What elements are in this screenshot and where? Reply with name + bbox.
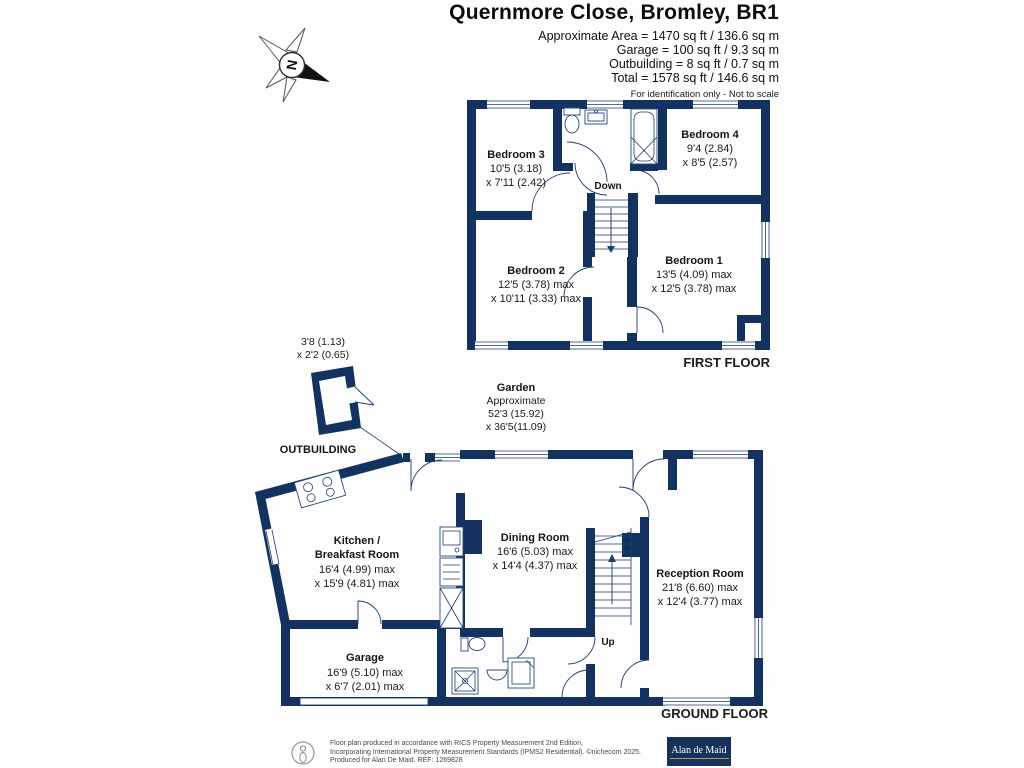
- alan-de-maid-logo: Alan de Maid: [667, 737, 731, 766]
- header: Quernmore Close, Bromley, BR1 Approximat…: [440, 1, 779, 101]
- footer-disclaimer: Floor plan produced in accordance with R…: [330, 740, 660, 766]
- kitchen-name1: Kitchen /: [334, 535, 380, 547]
- outbuilding-label: OUTBUILDING: [280, 444, 356, 456]
- wc-toilet-tank-icon: [460, 637, 469, 652]
- reception-name: Reception Room: [656, 568, 744, 580]
- bedroom1-dim1: 13'5 (4.09) max: [656, 269, 733, 281]
- page-title: Quernmore Close, Bromley, BR1: [449, 1, 779, 24]
- wc-toilet-icon: [468, 637, 486, 651]
- toilet-tank-icon: [563, 107, 581, 116]
- outbuilding-dim1: 3'8 (1.13): [301, 336, 345, 348]
- stairs-down: [595, 199, 628, 253]
- garage-area-line: Garage = 100 sq ft / 9.3 sq m: [616, 43, 779, 57]
- oven-icon: [439, 557, 464, 587]
- footer-line2: Incorporating International Property Mea…: [330, 748, 641, 756]
- toilet-icon: [564, 114, 580, 134]
- wc-basin-icon: [486, 669, 508, 681]
- compass-north-label: N: [283, 59, 301, 72]
- ground-floor-plan: Kitchen / Breakfast Room 16'4 (4.99) max…: [255, 450, 769, 721]
- first-floor-labels: Bedroom 3 10'5 (3.18) x 7'11 (2.42) Bedr…: [486, 129, 771, 370]
- dining-name: Dining Room: [501, 532, 570, 544]
- bedroom4-dim2: x 8'5 (2.57): [683, 157, 738, 169]
- identification-note: For identification only - Not to scale: [630, 89, 779, 100]
- dining-dim1: 16'6 (5.03) max: [497, 546, 574, 558]
- first-floor-label: FIRST FLOOR: [683, 355, 770, 370]
- alan-de-maid-logo-text: Alan de Maid: [669, 745, 729, 759]
- bedroom2-dim1: 12'5 (3.78) max: [498, 279, 575, 291]
- approximate-area-line: Approximate Area = 1470 sq ft / 136.6 sq…: [538, 29, 779, 43]
- garden-label: Garden Approximate 52'3 (15.92) x 36'5(1…: [486, 382, 546, 433]
- outbuilding-area-line: Outbuilding = 8 sq ft / 0.7 sq m: [609, 57, 779, 71]
- garden-line3: x 36'5(11.09): [486, 421, 546, 433]
- reception-dim1: 21'8 (6.60) max: [662, 582, 739, 594]
- wc-fixtures: [451, 637, 535, 695]
- outbuilding-plan: 3'8 (1.13) x 2'2 (0.65) OUTBUILDING: [280, 336, 403, 457]
- garden-name: Garden: [497, 382, 536, 394]
- kitchen-dim2: x 15'9 (4.81) max: [315, 578, 400, 590]
- bedroom4-name: Bedroom 4: [681, 129, 739, 141]
- kitchen-name2: Breakfast Room: [315, 549, 400, 561]
- bedroom3-dim1: 10'5 (3.18): [490, 163, 542, 175]
- garage-name: Garage: [346, 652, 384, 664]
- kitchen-sink-icon: [439, 526, 464, 557]
- stairs-up-label: Up: [601, 637, 614, 648]
- bedroom3-dim2: x 7'11 (2.42): [486, 177, 546, 189]
- bedroom4-dim1: 9'4 (2.84): [687, 143, 733, 155]
- first-floor-doors: [531, 141, 664, 334]
- stairs-down-label: Down: [594, 181, 621, 192]
- bedroom2-dim2: x 10'11 (3.33) max: [491, 293, 581, 305]
- shower-tray-icon: [451, 667, 479, 695]
- kitchen-dim1: 16'4 (4.99) max: [319, 564, 396, 576]
- stairs-up: [594, 528, 632, 625]
- kitchen-fixtures: [293, 469, 464, 629]
- compass-rose: N: [258, 27, 330, 103]
- shower-icon: [630, 108, 658, 165]
- outbuilding-dim2: x 2'2 (0.65): [297, 349, 349, 361]
- bathroom-fixtures: [563, 107, 658, 165]
- boiler-unit-icon: [507, 657, 535, 689]
- nichecom-logo-icon: [291, 741, 315, 765]
- garage-dim1: 16'9 (5.10) max: [327, 667, 404, 679]
- fridge-icon: [439, 587, 464, 629]
- hob-icon: [293, 469, 347, 509]
- first-floor-windows: [475, 100, 770, 350]
- garage-dim2: x 6'7 (2.01) max: [326, 681, 405, 693]
- dining-dim2: x 14'4 (4.37) max: [493, 560, 578, 572]
- garage-door: [299, 697, 429, 706]
- footer-line3: Produced for Alan De Maid. REF: 1269828: [330, 757, 463, 765]
- ground-floor-labels: Kitchen / Breakfast Room 16'4 (4.99) max…: [315, 532, 769, 721]
- ground-floor-doors: [357, 458, 665, 698]
- garden-line1: Approximate: [487, 395, 546, 407]
- footer-line1: Floor plan produced in accordance with R…: [330, 740, 583, 747]
- ground-floor-label: GROUND FLOOR: [661, 706, 768, 721]
- bedroom1-dim2: x 12'5 (3.78) max: [652, 283, 737, 295]
- bedroom3-name: Bedroom 3: [487, 149, 544, 161]
- reception-dim2: x 12'4 (3.77) max: [658, 596, 743, 608]
- bedroom1-name: Bedroom 1: [665, 255, 722, 267]
- first-floor-plan: Bedroom 3 10'5 (3.18) x 7'11 (2.42) Bedr…: [467, 100, 771, 370]
- total-area-line: Total = 1578 sq ft / 146.6 sq m: [611, 71, 779, 85]
- ground-floor-windows: [265, 450, 763, 706]
- bedroom2-name: Bedroom 2: [507, 265, 564, 277]
- garden-line2: 52'3 (15.92): [488, 408, 544, 420]
